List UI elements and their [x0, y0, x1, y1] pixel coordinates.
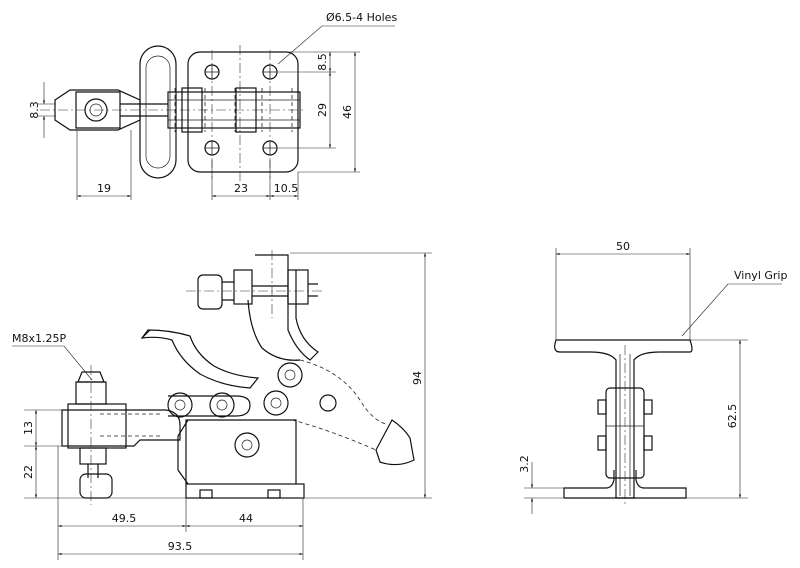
dim-29: 29: [316, 103, 329, 117]
dim-22: 22: [22, 465, 35, 479]
base-plate: [187, 51, 299, 173]
dim-10-5: 10.5: [274, 182, 299, 195]
link-pin: [319, 394, 337, 412]
vinyl-grip: [554, 339, 693, 499]
dim-13: 13: [22, 421, 35, 435]
dim-19: 19: [97, 182, 111, 195]
link-pin: [209, 392, 235, 418]
dim-3-2: 3.2: [518, 455, 531, 473]
handle-lever: [140, 329, 260, 389]
dim-8-5: 8.5: [316, 53, 329, 71]
holes-note: Ø6.5-4 Holes: [326, 11, 397, 24]
link-pin: [263, 390, 289, 416]
thread-note: M8x1.25P: [12, 332, 66, 345]
dim-23: 23: [234, 182, 248, 195]
pivot-pin: [234, 432, 260, 458]
link-pin: [167, 392, 193, 418]
base-plate: [185, 483, 305, 499]
dim-46: 46: [341, 105, 354, 119]
spindle-cap: [79, 473, 113, 499]
front-view: 94 13 22 49.5 44 93.5 M8x1.25P: [12, 250, 432, 560]
dim-8-3: 8.3: [28, 101, 41, 119]
link-pin: [277, 362, 303, 388]
clamp-body: [185, 419, 297, 484]
dim-49-5: 49.5: [112, 512, 137, 525]
dim-93-5: 93.5: [168, 540, 193, 553]
base-plate: [563, 470, 687, 499]
dim-44: 44: [239, 512, 253, 525]
handle-grip: [139, 45, 177, 179]
top-view: 8.3 19 23 10.5 8.5 29 46 Ø6.5-4 Holes: [28, 11, 397, 200]
dim-94: 94: [411, 371, 424, 385]
upper-spindle-nut: [233, 269, 253, 305]
clamp-arm: [61, 409, 181, 447]
side-view: 50 62.5 3.2 Vinyl Grip: [518, 240, 787, 514]
grip-note: Vinyl Grip: [734, 269, 787, 282]
dim-62-5: 62.5: [726, 404, 739, 429]
dim-50: 50: [616, 240, 630, 253]
